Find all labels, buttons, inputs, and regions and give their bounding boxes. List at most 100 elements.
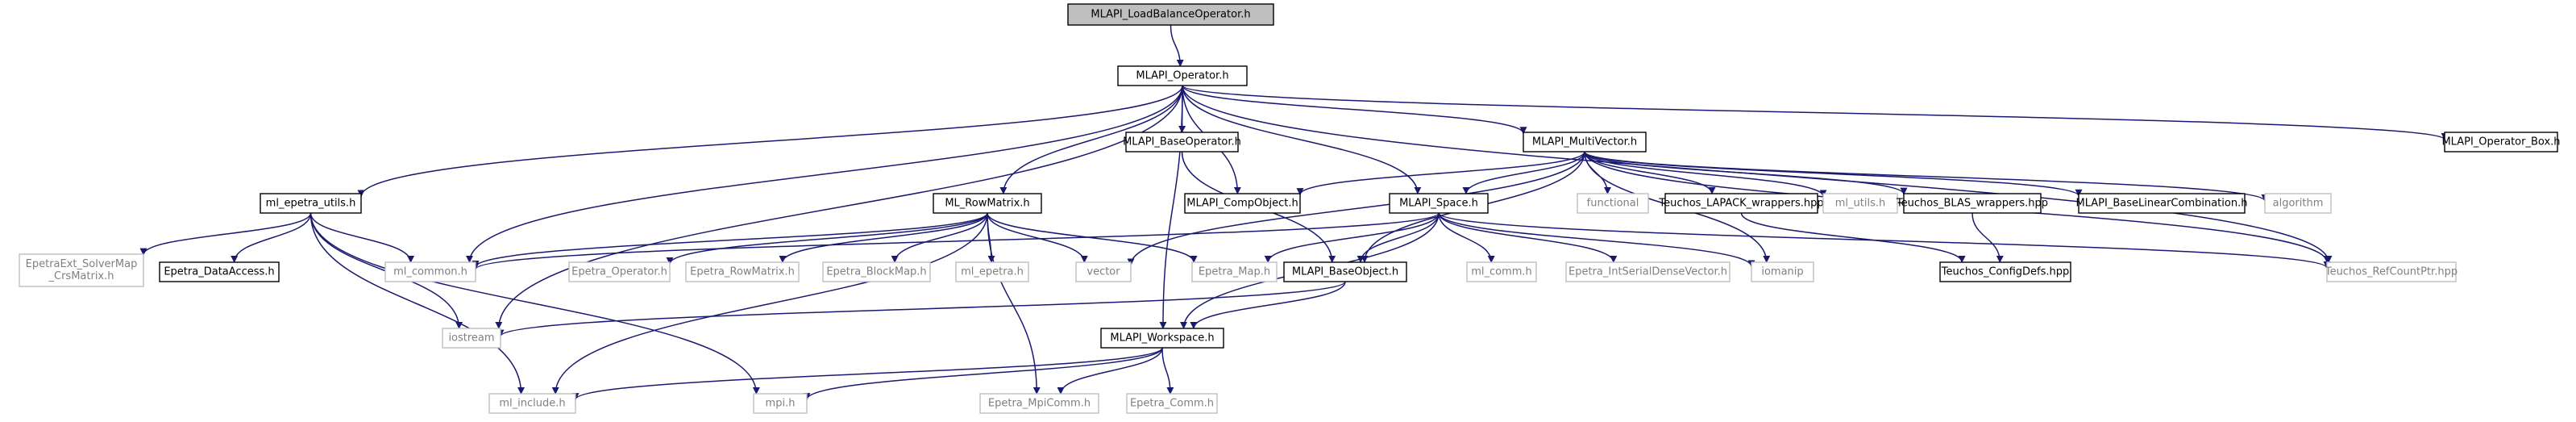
edge-workspace-to-ml_include <box>571 347 1163 401</box>
edge-space-to-ml_common <box>472 212 1440 270</box>
node-box <box>2078 193 2246 214</box>
node-ml-rowmatrix[interactable]: ML_RowMatrix.h <box>933 193 1042 214</box>
node-label: Epetra_BlockMap.h <box>826 266 926 278</box>
edge-workspace-to-epetra_mpicomm <box>1057 347 1163 395</box>
node-label: ml_epetra.h <box>961 266 1024 278</box>
node-box <box>979 393 1099 414</box>
node-mpi: mpi.h <box>753 393 808 414</box>
node-ml-include: ml_include.h <box>488 393 576 414</box>
node-box <box>1100 328 1224 349</box>
node-label: algorithm <box>2273 198 2324 210</box>
node-box <box>1466 261 1537 282</box>
node-label: ml_common.h <box>393 266 467 278</box>
node-box <box>955 261 1029 282</box>
node-iostream: iostream <box>442 328 501 349</box>
node-label: Teuchos_LAPACK_wrappers.hpp <box>1658 198 1823 210</box>
node-epetra-blockmap: Epetra_BlockMap.h <box>822 261 931 282</box>
node-box <box>822 261 931 282</box>
node-label: EpetraExt_SolverMap <box>26 258 138 270</box>
node-label: MLAPI_CompObject.h <box>1186 198 1298 210</box>
node-operator[interactable]: MLAPI_Operator.h <box>1117 65 1248 86</box>
edge-layer <box>139 24 2449 401</box>
edge-ml_epetra_utils-to-epetraext_solvermap <box>139 212 312 256</box>
node-baseobject[interactable]: MLAPI_BaseObject.h <box>1283 261 1407 282</box>
node-vector: vector <box>1075 261 1132 282</box>
node-epetraext-solvermap: EpetraExt_SolverMap_CrsMatrix.h <box>19 253 144 287</box>
node-box <box>685 261 800 282</box>
node-epetra-comm: Epetra_Comm.h <box>1126 393 1218 414</box>
node-epetra-dataaccess[interactable]: Epetra_DataAccess.h <box>159 261 280 282</box>
node-lapack-wrappers[interactable]: Teuchos_LAPACK_wrappers.hpp <box>1658 193 1824 214</box>
node-label: ml_utils.h <box>1835 198 1885 210</box>
node-box <box>1664 193 1818 214</box>
node-label: MLAPI_Operator.h <box>1136 70 1228 82</box>
node-label: _CrsMatrix.h <box>48 270 114 282</box>
node-box <box>1191 261 1278 282</box>
node-label: iomanip <box>1761 266 1803 278</box>
edge-space-to-intserialdense <box>1438 212 1618 263</box>
node-baselinearcombination[interactable]: MLAPI_BaseLinearCombination.h <box>2076 193 2248 214</box>
node-configdefs[interactable]: Teuchos_ConfigDefs.hpp <box>1939 261 2071 282</box>
node-epetra-mpicomm: Epetra_MpiComm.h <box>979 393 1099 414</box>
node-intserialdense: Epetra_IntSerialDenseVector.h <box>1565 261 1730 282</box>
node-label: MLAPI_LoadBalanceOperator.h <box>1091 9 1250 21</box>
node-box <box>1523 132 1647 153</box>
node-epetra-rowmatrix: Epetra_RowMatrix.h <box>685 261 800 282</box>
node-multivector[interactable]: MLAPI_MultiVector.h <box>1523 132 1647 153</box>
node-label: Epetra_IntSerialDenseVector.h <box>1568 266 1727 278</box>
node-ml-comm: ml_comm.h <box>1466 261 1537 282</box>
edge-multivector-to-baselinearcombination <box>1584 151 2083 197</box>
node-label: MLAPI_Space.h <box>1399 198 1478 210</box>
node-box <box>1822 193 1898 214</box>
edge-multivector-to-algorithm <box>1584 151 2269 202</box>
node-box <box>2326 261 2457 282</box>
edge-ml_rowmatrix-to-epetra_mpicomm <box>987 212 1041 395</box>
node-iomanip: iomanip <box>1751 261 1814 282</box>
edge-ml_rowmatrix-to-epetra_rowmatrix <box>779 212 988 263</box>
node-operator-box[interactable]: MLAPI_Operator_Box.h <box>2441 132 2561 153</box>
edge-space-to-baseobject <box>1357 212 1440 263</box>
node-label: Epetra_RowMatrix.h <box>690 266 795 278</box>
edge-operator-to-ml_rowmatrix <box>999 85 1183 194</box>
node-label: Epetra_Comm.h <box>1130 398 1214 410</box>
edge-multivector-to-vector <box>1127 151 1585 266</box>
node-label: Teuchos_RefCountPtr.hpp <box>2325 266 2458 278</box>
edge-space-to-ml_comm <box>1438 212 1495 263</box>
node-label: MLAPI_BaseObject.h <box>1292 266 1398 278</box>
node-box <box>568 261 671 282</box>
node-box <box>260 193 362 214</box>
node-space[interactable]: MLAPI_Space.h <box>1389 193 1489 214</box>
node-box <box>1126 393 1218 414</box>
edge-blas_wrappers-to-configdefs <box>1971 212 2004 263</box>
edge-operator-to-multivector <box>1182 85 1527 135</box>
edge-ml_rowmatrix-to-epetra_blockmap <box>891 212 988 263</box>
edge-operator-to-iostream <box>495 85 1183 329</box>
node-box <box>2264 193 2332 214</box>
node-label: MLAPI_Operator_Box.h <box>2441 136 2560 148</box>
node-box <box>753 393 808 414</box>
node-blas-wrappers[interactable]: Teuchos_BLAS_wrappers.hpp <box>1896 193 2048 214</box>
node-baseoperator[interactable]: MLAPI_BaseOperator.h <box>1123 132 1241 153</box>
node-label: functional <box>1587 198 1639 210</box>
node-ml-epetra-utils[interactable]: ml_epetra_utils.h <box>260 193 362 214</box>
node-compobject[interactable]: MLAPI_CompObject.h <box>1184 193 1301 214</box>
edge-lapack_wrappers-to-configdefs <box>1740 212 1966 263</box>
node-box <box>1283 261 1407 282</box>
node-functional: functional <box>1577 193 1649 214</box>
node-box <box>1565 261 1730 282</box>
node-label: MLAPI_BaseOperator.h <box>1123 136 1241 148</box>
node-box <box>1389 193 1489 214</box>
node-epetra-operator: Epetra_Operator.h <box>568 261 671 282</box>
node-label: ml_comm.h <box>1471 266 1532 278</box>
node-loadbalance[interactable]: MLAPI_LoadBalanceOperator.h <box>1067 3 1274 26</box>
node-workspace[interactable]: MLAPI_Workspace.h <box>1100 328 1224 349</box>
edge-ml_rowmatrix-to-ml_common <box>472 212 988 268</box>
node-label: MLAPI_BaseLinearCombination.h <box>2076 198 2248 210</box>
node-box <box>1751 261 1814 282</box>
node-label: Epetra_Map.h <box>1199 266 1270 278</box>
edge-operator-to-workspace <box>1159 85 1183 329</box>
node-box <box>19 253 144 287</box>
node-epetra-map: Epetra_Map.h <box>1191 261 1278 282</box>
